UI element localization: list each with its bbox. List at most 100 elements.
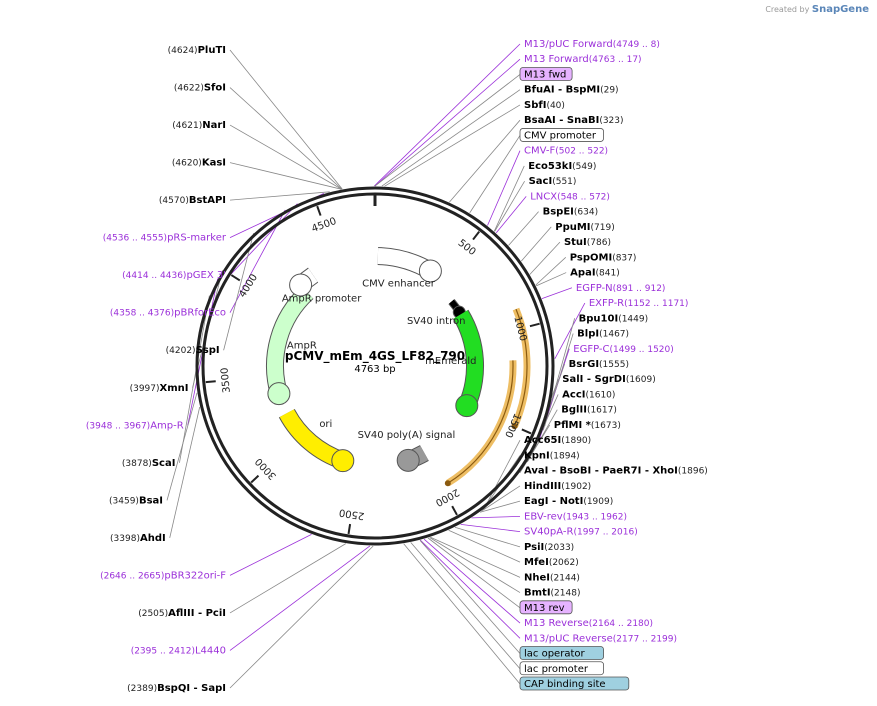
label-connector [229,49,343,190]
scale-tick [347,523,352,535]
map-label-afliii-pcii[interactable]: (2505)AflIII - PciI [138,608,226,619]
map-label-pgex-3[interactable]: (4414 .. 4436)pGEX 3' [122,270,226,281]
map-label-m13-rev[interactable]: M13 rev [519,600,573,615]
map-label-scai[interactable]: (3878)ScaI [122,458,176,469]
map-label-sv40pa-r[interactable]: SV40pA-R(1997 .. 2016) [524,527,638,538]
map-label-stui[interactable]: StuI(786) [564,237,611,248]
map-label-cap-binding-site[interactable]: CAP binding site [519,676,630,691]
label-name: KasI [202,158,226,169]
map-label-m13-fwd[interactable]: M13 fwd [519,67,573,81]
label-name: MfeI [524,557,549,568]
map-label-pluti[interactable]: (4624)PluTI [168,45,226,56]
map-label-m13-puc-reverse[interactable]: M13/pUC Reverse(2177 .. 2199) [524,633,677,644]
label-name: Bpu10I [579,313,619,324]
label-connector [223,233,254,351]
map-label-cmv-promoter[interactable]: CMV promoter [519,128,604,142]
feature-arrowhead [331,449,355,473]
feature-ampr[interactable] [267,286,313,396]
label-connector [508,211,539,246]
svg-text:(4202)SspI: (4202)SspI [166,345,220,356]
map-label-bmti[interactable]: BmtI(2148) [524,588,580,599]
map-label-sfoi[interactable]: (4622)SfoI [174,83,226,94]
map-label-lac-operator[interactable]: lac operator [519,646,604,660]
map-label-acc65i[interactable]: Acc65I(1890) [524,435,591,446]
map-label-pflmi[interactable]: PflMI *(1673) [554,420,621,431]
map-label-acci[interactable]: AccI(1610) [562,389,615,400]
map-label-saci[interactable]: SacI(551) [529,176,577,187]
map-label-amp-r[interactable]: (3948 .. 3967)Amp-R [86,420,184,431]
map-label-kasi[interactable]: (4620)KasI [172,158,226,169]
label-name: PpuMI [555,222,590,233]
map-label-bstapi[interactable]: (4570)BstAPI [159,195,226,206]
map-label-ahdi[interactable]: (3398)AhdI [110,533,166,544]
map-label-bsaai-snabi[interactable]: BsaAI - SnaBI(323) [524,115,624,126]
label-box [519,128,604,142]
label-position: (2148) [551,589,581,599]
label-position: (1997 .. 2016) [573,528,637,538]
map-label-kpni[interactable]: KpnI(1894) [524,450,580,461]
label-connector [229,87,342,190]
label-name: ScaI [152,458,176,469]
map-label-prs-marker[interactable]: (4536 .. 4555)pRS-marker [103,233,227,244]
svg-text:M13 fwd: M13 fwd [524,69,566,80]
map-label-ebv-rev[interactable]: EBV-rev(1943 .. 1962) [524,511,627,522]
map-label-apai[interactable]: ApaI(841) [570,268,620,279]
label-connector [229,543,347,614]
label-position: (837) [612,253,636,263]
map-label-pbrforeco[interactable]: (4358 .. 4376)pBRforEco [110,308,226,319]
label-name: ApaI [570,268,595,279]
svg-text:Eco53kI(549): Eco53kI(549) [528,161,596,172]
scale-tick-label: 2000 [433,486,461,508]
map-label-bsrgi[interactable]: BsrGI(1555) [569,359,629,370]
label-position: (891 .. 912) [613,284,666,294]
map-label-blpi[interactable]: BlpI(1467) [577,329,629,340]
label-connector [449,119,521,203]
map-label-sspi[interactable]: (4202)SspI [166,345,220,356]
map-label-m13-forward[interactable]: M13 Forward(4763 .. 17) [524,54,642,65]
map-label-bsai[interactable]: (3459)BsaI [109,495,163,506]
label-connector [427,537,521,609]
label-connector [535,257,567,286]
map-label-sbfi[interactable]: SbfI(40) [524,100,565,111]
map-label-egfp-n[interactable]: EGFP-N(891 .. 912) [576,283,666,294]
map-label-hindiii[interactable]: HindIII(1902) [524,481,591,492]
map-label-l4440[interactable]: (2395 .. 2412)L4440 [131,645,226,656]
map-label-nhei[interactable]: NheI(2144) [524,572,580,583]
feature-arrowhead [455,394,479,418]
map-label-pbr322ori-f[interactable]: (2646 .. 2665)pBR322ori-F [100,570,226,581]
map-label-bglii[interactable]: BglII(1617) [561,405,617,416]
label-position: (40) [546,101,564,111]
snapgene-credit: Created by SnapGene [765,4,869,15]
map-label-ppumi[interactable]: PpuMI(719) [555,222,614,233]
map-label-bspqi-sapi[interactable]: (2389)BspQI - SapI [127,683,226,694]
map-label-xmni[interactable]: (3997)XmnI [130,383,189,394]
map-label-cmv-f[interactable]: CMV-F(502 .. 522) [524,146,608,157]
label-position: (4202) [166,346,196,356]
label-name: BlpI [577,329,599,340]
map-label-eagi-noti[interactable]: EagI - NotI(1909) [524,496,613,507]
map-label-eco53ki[interactable]: Eco53kI(549) [528,161,596,172]
map-label-nari[interactable]: (4621)NarI [172,120,226,131]
map-label-m13-reverse[interactable]: M13 Reverse(2164 .. 2180) [524,618,653,629]
map-label-lac-promoter[interactable]: lac promoter [519,661,604,676]
scale-tick-label: 2500 [338,506,365,521]
map-label-egfp-c[interactable]: EGFP-C(1499 .. 1520) [573,344,674,355]
map-label-pspomi[interactable]: PspOMI(837) [570,252,637,263]
label-position: (1610) [585,390,615,400]
map-label-bfuai-bspmi[interactable]: BfuAI - BspMI(29) [524,85,619,96]
map-label-lncx[interactable]: LNCX(548 .. 572) [530,191,610,202]
map-label-bpu10i[interactable]: Bpu10I(1449) [579,313,648,324]
svg-text:M13 Reverse(2164 .. 2180): M13 Reverse(2164 .. 2180) [524,618,653,629]
map-label-psii[interactable]: PsiI(2033) [524,542,574,553]
map-label-m13-puc-forward[interactable]: M13/pUC Forward(4749 .. 8) [524,39,660,50]
label-name: AflIII - PciI [168,608,226,619]
map-label-exfp-r[interactable]: EXFP-R(1152 .. 1171) [589,298,689,309]
label-box [519,676,630,691]
label-name: L4440 [195,645,226,656]
map-label-avai-bsobi-paer7i-xhoi[interactable]: AvaI - BsoBI - PaeR7I - XhoI(1896) [524,466,708,477]
label-position: (549) [572,162,596,172]
label-connector [229,203,298,276]
map-label-bspei[interactable]: BspEI(634) [543,207,599,218]
map-label-sali-sgrdi[interactable]: SalI - SgrDI(1609) [562,374,655,385]
map-label-mfei[interactable]: MfeI(2062) [524,557,579,568]
